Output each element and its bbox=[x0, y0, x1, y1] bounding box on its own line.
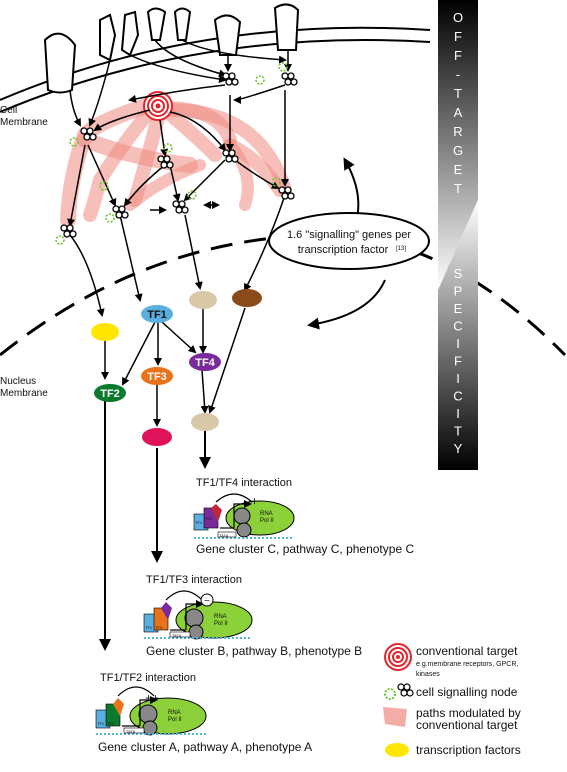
membrane-receptors bbox=[43, 3, 300, 94]
interaction-b-pol: Pol II bbox=[214, 621, 228, 627]
specificity-letter: C bbox=[453, 389, 462, 404]
signalling-edges bbox=[67, 39, 292, 317]
off-target-letter: E bbox=[454, 162, 463, 177]
interaction-b-rna: RNA bbox=[214, 614, 227, 620]
tf-beige-top bbox=[189, 291, 217, 309]
signalling-nodes bbox=[60, 72, 298, 238]
off-target-letter: T bbox=[454, 86, 462, 101]
tf-brown bbox=[232, 289, 262, 307]
off-target-letter: A bbox=[454, 105, 463, 120]
legend-paths-line1: paths modulated by bbox=[416, 706, 521, 720]
off-target-letter: - bbox=[456, 67, 460, 82]
interaction-b-tf1: TF1 bbox=[145, 625, 153, 630]
specificity-letter: T bbox=[454, 424, 462, 439]
specificity-letter: C bbox=[453, 319, 462, 334]
legend-target-sub: e.g.membrane receptors, GPCR, bbox=[416, 661, 518, 668]
tf4-label: TF4 bbox=[195, 357, 215, 369]
interaction-c-tata: TATA bbox=[219, 533, 229, 538]
tf1-label: TF1 bbox=[147, 309, 167, 321]
legend-target-title: conventional target bbox=[416, 644, 518, 658]
tf-magenta bbox=[142, 428, 172, 446]
callout-line1: 1.6 "signalling" genes per bbox=[287, 229, 411, 241]
interaction-a-caption: Gene cluster A, pathway A, phenotype A bbox=[98, 740, 312, 754]
signalling-gears bbox=[55, 62, 288, 245]
interaction-c-tf4: TF4 bbox=[205, 516, 213, 521]
tf-beige-bottom bbox=[191, 413, 219, 431]
legend-tf-icon bbox=[385, 743, 409, 757]
conventional-target bbox=[143, 91, 173, 121]
legend-paths-line2: conventional target bbox=[416, 718, 518, 732]
interaction-a-tf2: TF2 bbox=[107, 721, 115, 726]
tf3-label: TF3 bbox=[147, 371, 167, 383]
off-target-letter: R bbox=[453, 124, 462, 139]
tf4 bbox=[189, 353, 221, 371]
off-target-letter: G bbox=[453, 143, 463, 158]
gene-complex-a bbox=[95, 686, 207, 736]
cell-membrane-label-line2: Membrane bbox=[0, 117, 48, 128]
tf-edges bbox=[101, 307, 246, 427]
nucleus-membrane-label-line1: Nucleus bbox=[0, 376, 36, 387]
tf2-label: TF2 bbox=[100, 388, 120, 400]
tf2 bbox=[94, 384, 126, 402]
specificity-letter: F bbox=[454, 354, 462, 369]
callout-arrow-down bbox=[307, 279, 386, 330]
callout-ellipse bbox=[268, 212, 430, 270]
legend-node-label: cell signalling node bbox=[416, 685, 518, 699]
interaction-a-pol: Pol II bbox=[168, 717, 182, 723]
legend-tf-label: transcription factors bbox=[416, 743, 521, 757]
specificity-letter: S bbox=[454, 266, 463, 281]
off-target-letter: F bbox=[454, 29, 462, 44]
specificity-letter: I bbox=[456, 371, 460, 386]
interaction-b-title: TF1/TF3 interaction bbox=[146, 574, 242, 586]
interaction-b-tata: TATA bbox=[172, 633, 182, 638]
interaction-b-caption: Gene cluster B, pathway B, phenotype B bbox=[146, 644, 362, 658]
off-target-letter: O bbox=[453, 10, 463, 25]
gene-complex-b bbox=[143, 590, 253, 640]
legend-node-icon bbox=[384, 683, 414, 700]
tf3 bbox=[141, 367, 173, 385]
interaction-c-caption: Gene cluster C, pathway C, phenotype C bbox=[196, 542, 414, 556]
interaction-c-title: TF1/TF4 interaction bbox=[196, 477, 292, 489]
main-arrows bbox=[99, 400, 211, 651]
legend-paths-icon bbox=[383, 707, 407, 727]
nucleus-membrane-label-line2: Membrane bbox=[0, 388, 48, 399]
interaction-a-title: TF1/TF2 interaction bbox=[100, 672, 196, 684]
legend: conventional target e.g.membrane recepto… bbox=[383, 643, 521, 757]
off-target-letter: F bbox=[454, 48, 462, 63]
specificity-letter: P bbox=[454, 284, 463, 299]
interaction-c-rna: RNA bbox=[260, 511, 273, 517]
callout-line2: transcription factor bbox=[298, 244, 389, 256]
interaction-b-sign: − bbox=[204, 596, 210, 607]
legend-target-sub2: kinases bbox=[416, 671, 440, 678]
off-target-letter: T bbox=[454, 181, 462, 196]
interaction-a-rna: RNA bbox=[168, 710, 181, 716]
interaction-a-tf1: TF1 bbox=[97, 721, 105, 726]
legend-target-icon bbox=[384, 643, 412, 671]
interaction-a-tata: TATA bbox=[126, 729, 136, 734]
tf-yellow bbox=[91, 323, 119, 341]
interaction-c-tf1: TF1 bbox=[195, 520, 203, 525]
cell-membrane-label-line1: Cell bbox=[0, 105, 17, 116]
interaction-a-sign: ++ bbox=[145, 691, 159, 705]
tf1 bbox=[141, 305, 173, 323]
tf-nodes bbox=[91, 289, 262, 446]
gene-complex-c bbox=[193, 493, 295, 539]
interaction-b-tf3: TF3 bbox=[155, 625, 163, 630]
interaction-c-pol: Pol II bbox=[260, 518, 274, 524]
specificity-letter: Y bbox=[454, 441, 463, 456]
interaction-c-sign: + bbox=[251, 494, 258, 508]
specificity-letter: I bbox=[456, 406, 460, 421]
specificity-letter: E bbox=[454, 301, 463, 316]
specificity-letter: I bbox=[456, 336, 460, 351]
callout-ref: [13] bbox=[396, 246, 406, 252]
